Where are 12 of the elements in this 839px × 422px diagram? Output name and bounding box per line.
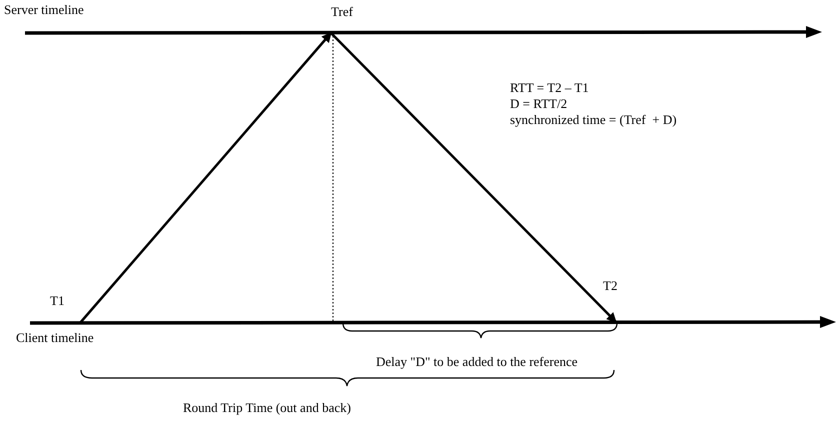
axis-label: Client timeline [16,330,94,346]
formula: RTT = T2 – T1 [510,80,589,96]
formula: D = RTT/2 [510,96,568,112]
formula: synchronized time = (Tref + D) [510,112,677,128]
time-label: T1 [50,293,66,310]
arrow [79,32,332,324]
axis-label: Server timeline [4,2,84,18]
time-label: Tref [330,4,354,20]
brace-label: Delay "D" to be added to the reference [376,354,578,370]
time-label: T2 [603,278,618,294]
arrow [330,32,617,323]
brace-label: Round Trip Time (out and back) [183,400,351,416]
